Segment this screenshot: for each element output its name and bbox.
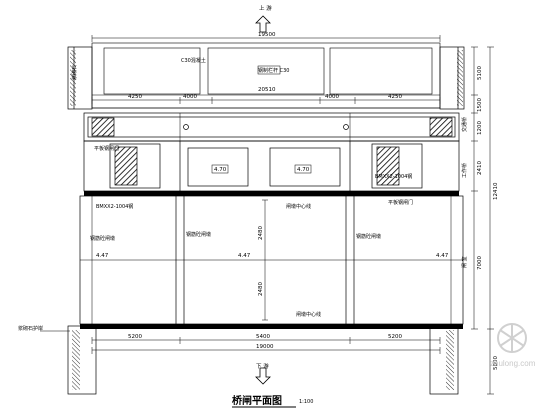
bottom-segment-2: 5400	[256, 334, 270, 340]
downstream-label: 下 游	[256, 362, 269, 370]
right-segment-5: 7000	[477, 256, 483, 270]
side-label-3: 闸 室	[461, 256, 468, 268]
mid-right-value-box	[294, 164, 312, 174]
elev-left: 4.47	[96, 253, 109, 259]
side-label-1: 交通桥	[461, 117, 468, 132]
right-upstream-pier	[439, 46, 465, 110]
drawing-scale: 1:100	[299, 399, 313, 405]
top-segment-3: 20510	[258, 87, 276, 93]
upstream-slab	[84, 191, 459, 196]
upstream-label: 上 游	[259, 4, 272, 12]
right-segment-1: 5100	[477, 66, 483, 80]
stair-left-label: BMXX2-1004钢	[96, 203, 133, 210]
right-dimension-chain	[471, 46, 494, 395]
right-downstream-wall	[429, 325, 459, 395]
c30-label: C30混凝土	[181, 57, 206, 64]
top-segment-1: 4250	[128, 94, 142, 100]
wall-left-bottom: 浆砌石护岸	[18, 325, 43, 332]
rail-label: 钢制栏杆 C30	[258, 67, 289, 74]
left-upstream-pier	[67, 46, 93, 110]
mid-left-value-box	[211, 164, 229, 174]
mid-left-value: 4.70	[214, 167, 227, 173]
upstream-arrow	[255, 15, 271, 33]
v-center-top: 2480	[258, 226, 264, 240]
left-downstream-wall	[67, 325, 97, 395]
elev-center: 4.47	[238, 253, 251, 259]
lower-gate-area	[79, 195, 464, 325]
wall-left-top: 浆砌石	[71, 65, 78, 80]
note-upper: 闸墩中心线	[286, 203, 311, 210]
bottom-segment-1: 5200	[128, 334, 142, 340]
right-bottom: 5800	[493, 356, 499, 370]
drawing-title: 桥闸平面图	[232, 394, 282, 407]
top-overall-value: 19500	[258, 32, 276, 38]
bottom-dimension-lines	[91, 337, 441, 354]
gate-left-label: 平板钢闸门	[94, 145, 119, 152]
c30-label-box	[257, 65, 281, 75]
bottom-overall: 19000	[256, 344, 274, 350]
side-label-2: 工作桥	[461, 163, 468, 178]
downstream-arrow	[255, 367, 271, 385]
right-segment-4: 2410	[477, 161, 483, 175]
watermark-logo	[497, 323, 527, 353]
work-bridge-beam	[83, 112, 460, 142]
v-center-bottom: 2480	[258, 282, 264, 296]
right-segment-3: 1200	[477, 121, 483, 135]
mid-right-value: 4.70	[297, 167, 310, 173]
right-segment-2: 1500	[477, 98, 483, 112]
stair-right-label: BMXX2-1004钢	[375, 173, 412, 180]
right-overall: 12410	[493, 182, 499, 200]
pier-right-label: 钢筋砼闸墩	[356, 233, 381, 240]
top-segment-4: 4000	[325, 94, 339, 100]
downstream-slab	[80, 324, 463, 329]
bottom-segment-3: 5200	[388, 334, 402, 340]
pier-mid-label: 钢筋砼闸墩	[186, 231, 211, 238]
top-segment-5: 4250	[388, 94, 402, 100]
gate-right-label: 平板钢闸门	[388, 199, 413, 206]
top-overall-dimension	[91, 35, 441, 42]
top-segment-2: 4000	[183, 94, 197, 100]
note-lower: 闸墩中心线	[296, 311, 321, 318]
pier-left-label: 钢筋砼闸墩	[90, 235, 115, 242]
elev-right: 4.47	[436, 253, 449, 259]
watermark-text: zhulong.com	[490, 359, 536, 368]
gate-chamber	[83, 140, 460, 192]
